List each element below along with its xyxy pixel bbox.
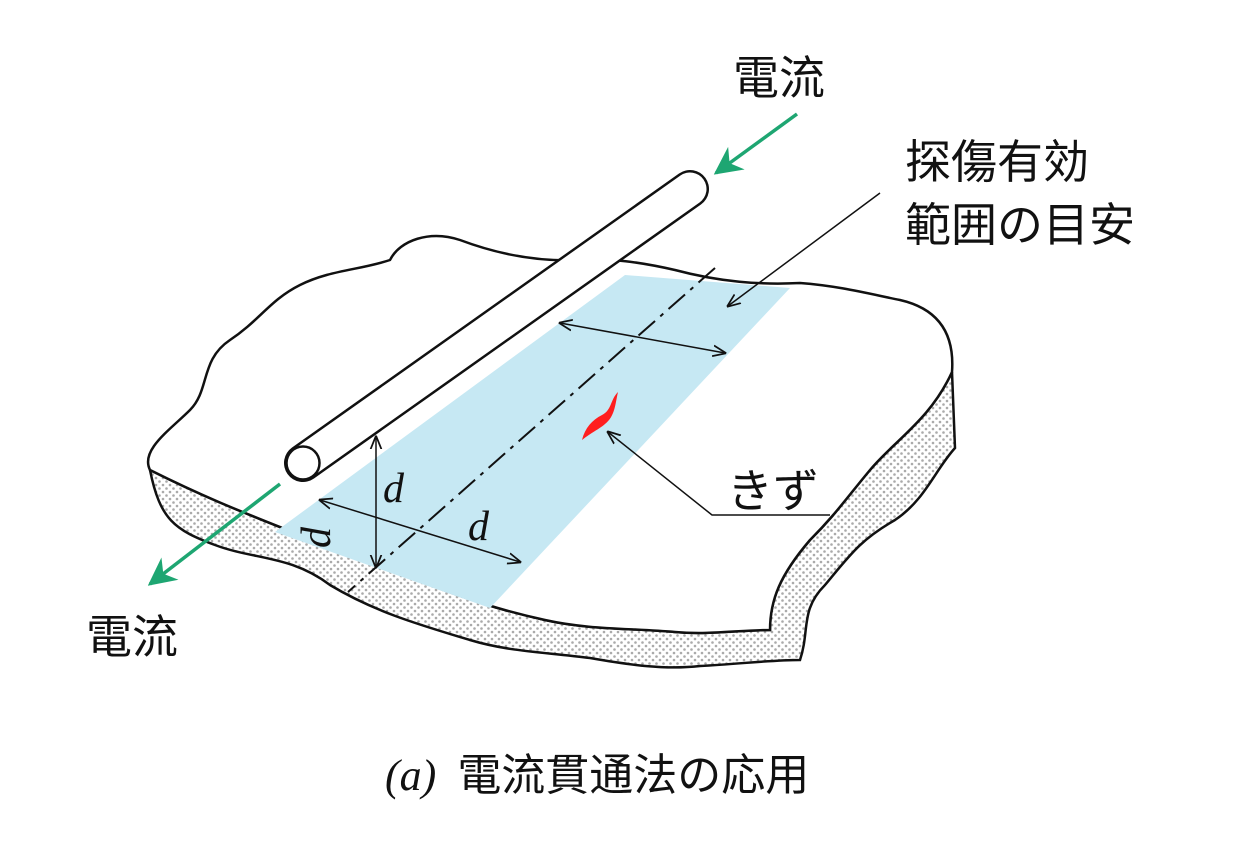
- conductor-rod-end: [285, 445, 321, 481]
- flaw-mark: [582, 392, 618, 440]
- range-leader: [728, 192, 881, 306]
- dim-vertical-label: d: [383, 466, 405, 512]
- flaw-label: きず: [727, 464, 819, 518]
- caption-text: 電流貫通法の応用: [457, 750, 809, 801]
- conductor-rod-fill: [286, 172, 707, 480]
- current-out-label: 電流: [86, 610, 178, 664]
- band-width-dimension: [560, 323, 725, 353]
- flaw-leader: [608, 432, 830, 516]
- dim-right-label: d: [468, 504, 490, 550]
- range-label-line2: 範囲の目安: [905, 198, 1135, 252]
- current-in-label: 電流: [733, 51, 825, 105]
- current-out-arrow: [147, 482, 282, 586]
- current-in-arrow: [713, 112, 799, 175]
- dim-left-label: d: [294, 526, 340, 548]
- caption-prefix: (a): [385, 751, 436, 800]
- caption: (a) 電流貫通法の応用: [385, 750, 809, 801]
- range-label-line1: 探傷有効: [905, 135, 1089, 189]
- lower-width-dimension: [320, 500, 520, 562]
